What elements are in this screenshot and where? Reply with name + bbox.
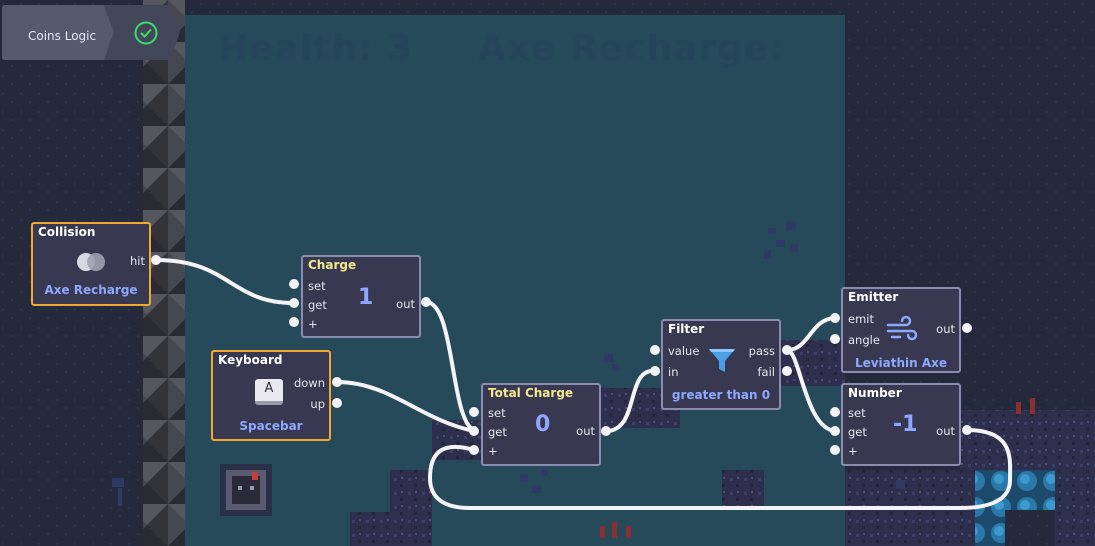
- key-icon: A: [255, 379, 283, 405]
- filter-node[interactable]: Filter value in pass fail greater than 0: [661, 319, 781, 410]
- node-title: Filter: [668, 322, 705, 336]
- port-out: out: [396, 297, 415, 311]
- port-get: get: [308, 298, 327, 312]
- emitter-node[interactable]: Emitter emit angle out Leviathin Axe: [841, 287, 961, 373]
- input-get-dot[interactable]: [289, 298, 299, 308]
- port-emit: emit: [848, 312, 874, 326]
- input-angle-dot[interactable]: [830, 334, 840, 344]
- wind-icon: [886, 316, 918, 341]
- node-param: greater than 0: [671, 388, 771, 402]
- port-set: set: [308, 279, 326, 293]
- input-value-dot[interactable]: [650, 345, 660, 355]
- output-fail-dot[interactable]: [782, 366, 792, 376]
- node-param: Axe Recharge: [44, 283, 138, 297]
- total-charge-node[interactable]: Total Charge set get + 0 out: [481, 383, 601, 466]
- axe-recharge-hud: Axe Recharge:: [478, 28, 785, 69]
- port-get: get: [848, 425, 867, 439]
- port-get: get: [488, 425, 507, 439]
- node-param: Spacebar: [239, 419, 303, 433]
- port-plus: +: [308, 317, 318, 331]
- input-emit-dot[interactable]: [830, 313, 840, 323]
- port-out: out: [936, 322, 955, 336]
- keyboard-node[interactable]: Keyboard A down up Spacebar: [211, 350, 331, 441]
- node-title: Total Charge: [488, 386, 574, 400]
- number-value: -1: [893, 412, 918, 437]
- node-title: Emitter: [848, 290, 899, 304]
- node-title: Keyboard: [218, 353, 283, 367]
- port-set: set: [488, 406, 506, 420]
- input-in-dot[interactable]: [650, 366, 660, 376]
- venn-overlap-icon: [77, 253, 105, 271]
- node-title: Collision: [38, 225, 96, 239]
- port-set: set: [848, 406, 866, 420]
- node-param: Leviathin Axe: [854, 356, 948, 370]
- collision-node[interactable]: Collision hit Axe Recharge: [31, 222, 151, 306]
- input-set-dot[interactable]: [289, 279, 299, 289]
- output-out-dot[interactable]: [962, 425, 972, 435]
- port-plus: +: [848, 444, 858, 458]
- port-out: out: [936, 424, 955, 438]
- port-out: out: [576, 424, 595, 438]
- input-set-dot[interactable]: [830, 407, 840, 417]
- port-value: value: [668, 344, 700, 358]
- funnel-icon: [709, 349, 735, 372]
- port-pass: pass: [748, 344, 775, 358]
- port-plus: +: [488, 444, 498, 458]
- check-circle-icon: [134, 21, 158, 45]
- input-get-dot[interactable]: [469, 426, 479, 436]
- port-up: up: [310, 397, 325, 411]
- node-title: Charge: [308, 258, 357, 272]
- port-fail: fail: [757, 365, 776, 379]
- charge-node[interactable]: Charge set get + 1 out: [301, 255, 421, 338]
- logic-tab[interactable]: Coins Logic: [2, 5, 180, 60]
- output-down-dot[interactable]: [332, 377, 342, 387]
- input-plus-dot[interactable]: [469, 445, 479, 455]
- output-up-dot[interactable]: [332, 398, 342, 408]
- input-get-dot[interactable]: [830, 426, 840, 436]
- input-set-dot[interactable]: [469, 407, 479, 417]
- output-out-dot[interactable]: [962, 323, 972, 333]
- charge-value: 1: [358, 285, 374, 310]
- input-plus-dot[interactable]: [830, 445, 840, 455]
- port-angle: angle: [848, 333, 880, 347]
- port-in: in: [668, 365, 679, 379]
- port-hit: hit: [130, 254, 145, 268]
- output-out-dot[interactable]: [601, 426, 611, 436]
- input-plus-dot[interactable]: [289, 317, 299, 327]
- output-pass-dot[interactable]: [782, 345, 792, 355]
- port-down: down: [293, 376, 325, 390]
- total-value: 0: [535, 412, 551, 437]
- output-hit-dot[interactable]: [151, 255, 161, 265]
- health-hud: Health: 3: [218, 28, 413, 69]
- tab-title: Coins Logic: [28, 29, 97, 43]
- output-out-dot[interactable]: [421, 297, 431, 307]
- node-title: Number: [848, 386, 902, 400]
- number-node[interactable]: Number set get + -1 out: [841, 383, 961, 466]
